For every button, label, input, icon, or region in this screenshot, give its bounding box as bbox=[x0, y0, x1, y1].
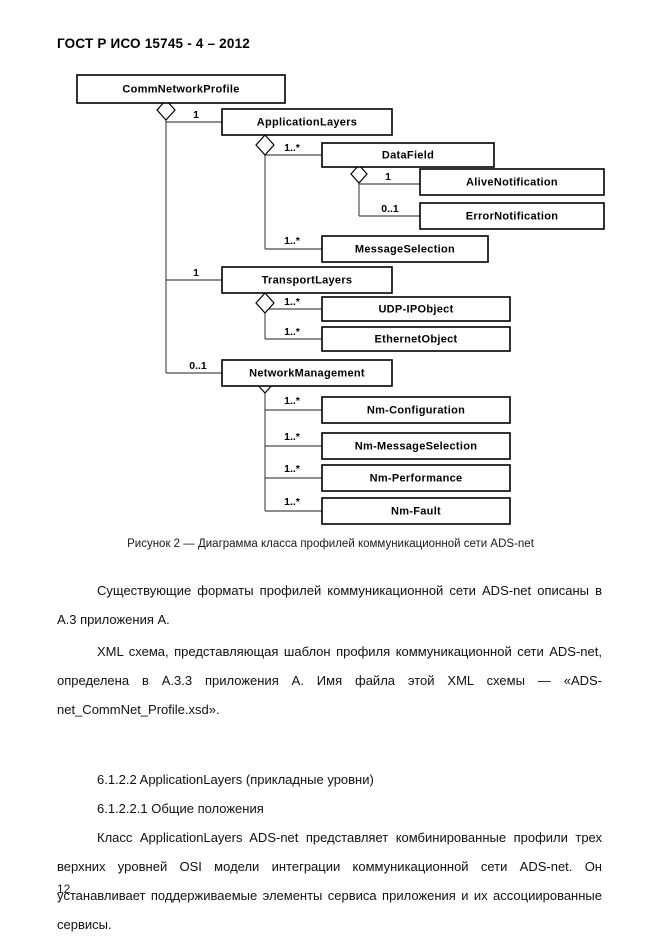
link-ethernet-multiplicity: 1..* bbox=[284, 326, 301, 338]
uml-class-datafield-rect bbox=[321, 142, 495, 168]
diamond-applayers-aggregation-icon bbox=[255, 134, 275, 156]
link-msgsel-multiplicity: 1..* bbox=[284, 235, 301, 247]
uml-class-transport-label: TransportLayers bbox=[262, 274, 353, 286]
uml-class-alive-label: AliveNotification bbox=[466, 176, 558, 188]
uml-class-comm: CommNetworkProfile bbox=[76, 74, 286, 104]
uml-class-transport: TransportLayers bbox=[221, 266, 393, 294]
body-paragraph-2-block: XML схема, представляющая шаблон профиля… bbox=[57, 637, 602, 724]
uml-diagram-canvas: 1 1..* 1 0..1 1..* 1 1..* 1..* 0..1 1..* 1..* 1..* 1… bbox=[76, 74, 605, 525]
uml-class-udpip-rect bbox=[321, 296, 511, 322]
uml-class-ethernet-label: EthernetObject bbox=[374, 333, 457, 345]
link-alive-multiplicity: 1 bbox=[385, 171, 391, 183]
uml-class-nmfault-label: Nm-Fault bbox=[391, 505, 441, 517]
uml-class-nmmsgsel-rect bbox=[321, 432, 511, 460]
link-nmperf-multiplicity: 1..* bbox=[284, 463, 301, 475]
paragraph-applicationlayers-class: Класс ApplicationLayers ADS-net представ… bbox=[57, 830, 602, 932]
uml-class-applayers-rect bbox=[221, 108, 393, 136]
heading-6-1-2-2: 6.1.2.2 ApplicationLayers (прикладные ур… bbox=[97, 772, 374, 787]
uml-class-netmgmt: NetworkManagement bbox=[221, 359, 393, 387]
uml-class-netmgmt-label: NetworkManagement bbox=[249, 367, 365, 379]
figure-caption: Рисунок 2 — Диаграмма класса профилей ко… bbox=[127, 538, 534, 550]
uml-class-applayers: ApplicationLayers bbox=[221, 108, 393, 136]
uml-class-nmperf: Nm-Performance bbox=[321, 464, 511, 492]
uml-class-comm-label: CommNetworkProfile bbox=[122, 83, 239, 95]
uml-class-nmperf-label: Nm-Performance bbox=[370, 472, 463, 484]
uml-class-msgsel: MessageSelection bbox=[321, 235, 489, 263]
uml-class-datafield: DataField bbox=[321, 142, 495, 168]
link-datafield-multiplicity: 1..* bbox=[284, 142, 301, 154]
link-nmfault-multiplicity: 1..* bbox=[284, 496, 301, 508]
uml-class-error: ErrorNotification bbox=[419, 202, 605, 230]
uml-class-msgsel-label: MessageSelection bbox=[355, 243, 455, 255]
body-paragraph-1-block: Существующие форматы профилей коммуникац… bbox=[57, 576, 602, 634]
uml-class-error-label: ErrorNotification bbox=[466, 210, 559, 222]
uml-class-alive-rect bbox=[419, 168, 605, 196]
link-transport-multiplicity: 1 bbox=[193, 267, 199, 279]
paragraph-xml-schema: XML схема, представляющая шаблон профиля… bbox=[57, 644, 602, 717]
uml-class-diagram-figure: 1 1..* 1 0..1 1..* 1 1..* 1..* 0..1 1..* 1..* 1..* 1… bbox=[0, 66, 661, 532]
uml-class-error-rect bbox=[419, 202, 605, 230]
uml-class-comm-rect bbox=[76, 74, 286, 104]
link-udpip-multiplicity: 1..* bbox=[284, 296, 301, 308]
link-nmconfig-multiplicity: 1..* bbox=[284, 395, 301, 407]
uml-class-alive: AliveNotification bbox=[419, 168, 605, 196]
uml-class-ethernet-rect bbox=[321, 326, 511, 352]
section-heading-block: 6.1.2.2 ApplicationLayers (прикладные ур… bbox=[57, 765, 602, 823]
uml-class-transport-rect bbox=[221, 266, 393, 294]
diamond-transport-aggregation-icon bbox=[255, 292, 275, 314]
uml-class-applayers-label: ApplicationLayers bbox=[257, 116, 357, 128]
uml-class-netmgmt-rect bbox=[221, 359, 393, 387]
uml-class-udpip-label: UDP-IPObject bbox=[378, 303, 453, 315]
uml-class-nmconfig-label: Nm-Configuration bbox=[367, 404, 465, 416]
uml-class-nmfault-rect bbox=[321, 497, 511, 525]
uml-class-msgsel-rect bbox=[321, 235, 489, 263]
uml-class-ethernet: EthernetObject bbox=[321, 326, 511, 352]
uml-class-nmconfig-rect bbox=[321, 396, 511, 424]
uml-class-nmmsgsel-label: Nm-MessageSelection bbox=[355, 440, 477, 452]
uml-class-datafield-label: DataField bbox=[382, 149, 434, 161]
body-paragraph-3-block: Класс ApplicationLayers ADS-net представ… bbox=[57, 823, 602, 939]
paragraph-existing-formats: Существующие форматы профилей коммуникац… bbox=[57, 583, 602, 627]
uml-class-nmfault: Nm-Fault bbox=[321, 497, 511, 525]
uml-class-nmconfig: Nm-Configuration bbox=[321, 396, 511, 424]
uml-class-nmperf-rect bbox=[321, 464, 511, 492]
heading-6-1-2-2-1: 6.1.2.2.1 Общие положения bbox=[97, 801, 264, 816]
diamond-datafield-aggregation-icon bbox=[350, 164, 368, 184]
uml-class-udpip: UDP-IPObject bbox=[321, 296, 511, 322]
document-header-standard-number: ГОСТ Р ИСО 15745 - 4 – 2012 bbox=[57, 36, 250, 51]
diamond-comm-aggregation-icon bbox=[156, 99, 176, 121]
uml-class-nmmsgsel: Nm-MessageSelection bbox=[321, 432, 511, 460]
link-applayers-multiplicity: 1 bbox=[193, 109, 199, 121]
link-nmmsgsel-multiplicity: 1..* bbox=[284, 431, 301, 443]
link-error-multiplicity: 0..1 bbox=[381, 203, 399, 215]
page-number: 12 bbox=[57, 882, 71, 896]
link-netmgmt-multiplicity: 0..1 bbox=[189, 360, 207, 372]
